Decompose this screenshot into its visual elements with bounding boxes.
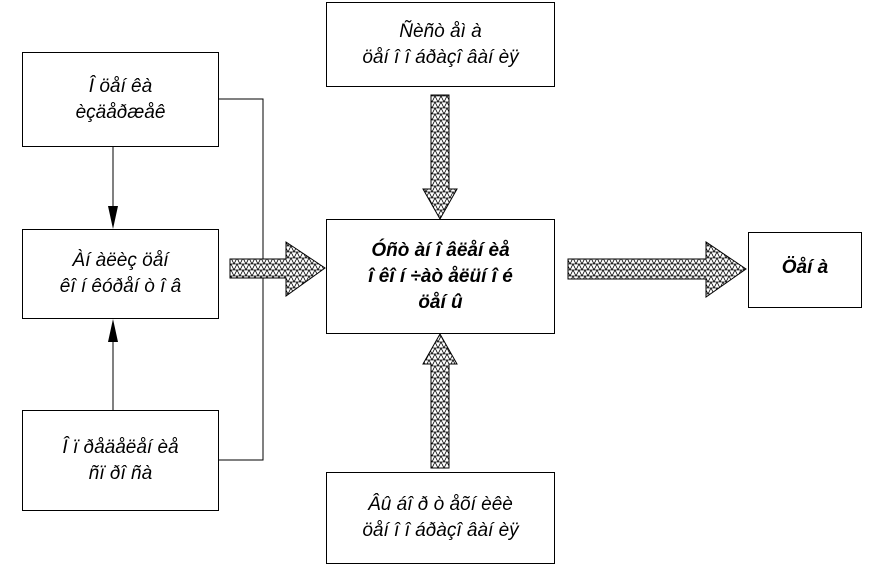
node-price-text: Öåí à <box>781 257 829 278</box>
node-final-price-box: Óñò àí î âëåí èå î êî í ÷àò åëüí î é öåí… <box>326 219 555 334</box>
arrowhead-down <box>108 206 118 229</box>
node-demand-text: Î ï ðåäåëåí èå ñï ðî ñà <box>62 436 179 484</box>
arrowhead-up <box>108 319 118 342</box>
node-price-box: Öåí à <box>748 232 862 308</box>
node-cost-text: Î öåí êà èçäåðæåê <box>75 75 166 123</box>
node-pricing-system-text: Ñèñò åì à öåí î î áðàçî âàí èÿ <box>362 20 519 68</box>
block-arrow-top-to-center <box>422 94 458 221</box>
connector-top-right-bus <box>218 98 264 461</box>
node-pricing-technique-text: Âû áî ð ò åõí èêè öåí î î áðàçî âàí èÿ <box>362 494 519 541</box>
node-cost-box: Î öåí êà èçäåðæåê <box>22 52 219 147</box>
block-arrow-center-to-price <box>567 241 747 298</box>
node-pricing-technique-box: Âû áî ð ò åõí èêè öåí î î áðàçî âàí èÿ <box>326 472 555 564</box>
node-competitor-analysis-text: Àí àëèç öåí êî í êóðåí ò î â <box>59 250 182 297</box>
block-arrow-left-to-center <box>229 241 326 297</box>
node-demand-box: Î ï ðåäåëåí èå ñï ðî ñà <box>22 410 219 511</box>
node-competitor-analysis-box: Àí àëèç öåí êî í êóðåí ò î â <box>22 229 219 319</box>
node-final-price-text: Óñò àí î âëåí èå î êî í ÷àò åëüí î é öåí… <box>368 239 513 313</box>
node-pricing-system-box: Ñèñò åì à öåí î î áðàçî âàí èÿ <box>326 2 555 87</box>
block-arrow-bottom-to-center <box>422 332 458 469</box>
